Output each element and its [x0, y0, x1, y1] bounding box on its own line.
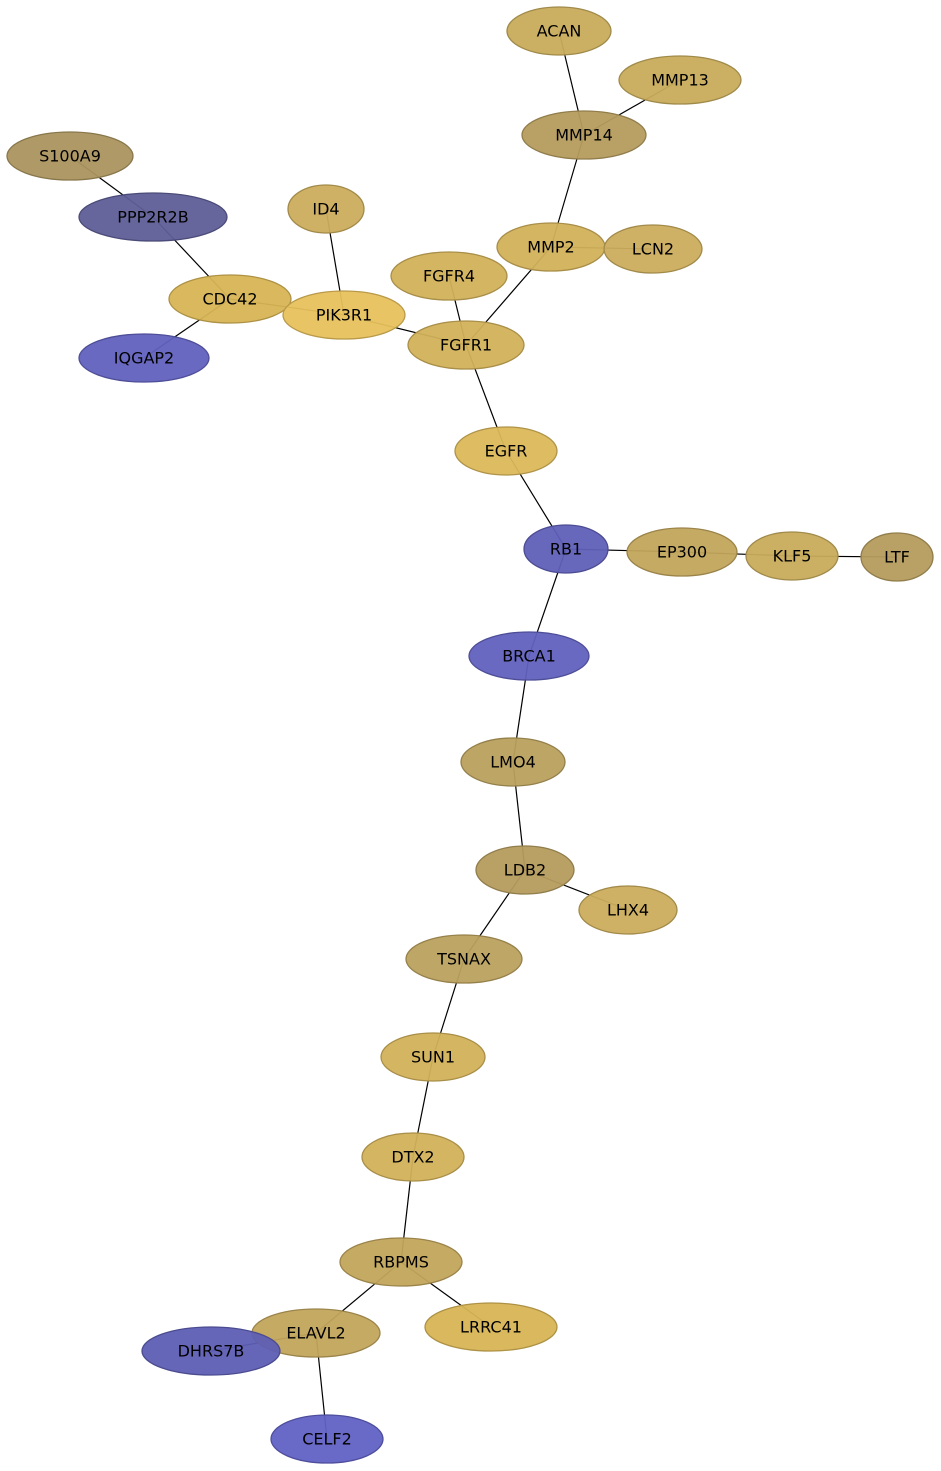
node-shape: [506, 6, 612, 56]
node-celf2[interactable]: CELF2: [270, 1414, 384, 1464]
node-iqgap2[interactable]: IQGAP2: [78, 333, 210, 383]
node-shape: [523, 524, 609, 574]
node-shape: [141, 1326, 281, 1376]
node-label: FGFR4: [423, 267, 475, 286]
node-ep300[interactable]: EP300: [626, 527, 738, 577]
node-label: RBPMS: [373, 1253, 429, 1272]
node-shape: [603, 224, 703, 274]
node-shape: [626, 527, 738, 577]
node-shape: [521, 110, 647, 160]
node-label: LCN2: [632, 240, 674, 259]
node-fgfr1[interactable]: FGFR1: [407, 320, 525, 370]
node-lcn2[interactable]: LCN2: [603, 224, 703, 274]
node-shape: [78, 333, 210, 383]
node-rb1[interactable]: RB1: [523, 524, 609, 574]
node-shape: [618, 55, 742, 105]
node-shape: [745, 531, 839, 581]
node-lmo4[interactable]: LMO4: [460, 737, 566, 787]
node-dhrs7b[interactable]: DHRS7B: [141, 1326, 281, 1376]
node-shape: [270, 1414, 384, 1464]
node-egfr[interactable]: EGFR: [454, 426, 558, 476]
node-label: PPP2R2B: [117, 208, 188, 227]
node-label: S100A9: [39, 147, 101, 166]
node-brca1[interactable]: BRCA1: [468, 631, 590, 681]
node-shape: [405, 934, 523, 984]
node-shape: [390, 251, 508, 301]
node-shape: [361, 1132, 465, 1182]
node-lrrc41[interactable]: LRRC41: [424, 1302, 558, 1352]
node-shape: [460, 737, 566, 787]
node-label: EP300: [657, 543, 707, 562]
node-label: MMP13: [651, 71, 709, 90]
node-lhx4[interactable]: LHX4: [578, 885, 678, 935]
node-shape: [475, 845, 575, 895]
node-acan[interactable]: ACAN: [506, 6, 612, 56]
node-label: PIK3R1: [316, 306, 372, 325]
node-label: MMP14: [555, 126, 613, 145]
node-rbpms[interactable]: RBPMS: [339, 1237, 463, 1287]
node-label: RB1: [550, 540, 582, 559]
node-label: DTX2: [391, 1148, 434, 1167]
node-shape: [454, 426, 558, 476]
node-label: KLF5: [773, 547, 812, 566]
node-pik3r1[interactable]: PIK3R1: [282, 290, 406, 340]
node-label: LRRC41: [460, 1318, 522, 1337]
node-shape: [339, 1237, 463, 1287]
node-label: IQGAP2: [114, 349, 174, 368]
node-dtx2[interactable]: DTX2: [361, 1132, 465, 1182]
node-tsnax[interactable]: TSNAX: [405, 934, 523, 984]
node-shape: [6, 131, 134, 181]
node-label: LMO4: [490, 753, 536, 772]
node-label: MMP2: [527, 238, 574, 257]
node-label: SUN1: [411, 1048, 455, 1067]
edge-layer: [69, 30, 898, 1440]
node-sun1[interactable]: SUN1: [380, 1032, 486, 1082]
node-mmp14[interactable]: MMP14: [521, 110, 647, 160]
node-s100a9[interactable]: S100A9: [6, 131, 134, 181]
node-shape: [468, 631, 590, 681]
node-label: FGFR1: [440, 336, 492, 355]
node-cdc42[interactable]: CDC42: [168, 274, 292, 324]
node-mmp13[interactable]: MMP13: [618, 55, 742, 105]
node-id4[interactable]: ID4: [287, 184, 365, 234]
node-ppp2r2b[interactable]: PPP2R2B: [78, 192, 228, 242]
node-label: ID4: [312, 200, 339, 219]
node-fgfr4[interactable]: FGFR4: [390, 251, 508, 301]
node-label: EGFR: [485, 442, 528, 461]
node-label: CELF2: [302, 1430, 352, 1449]
node-label: TSNAX: [436, 950, 491, 969]
node-label: LDB2: [504, 861, 546, 880]
node-label: ACAN: [537, 22, 582, 41]
node-label: LTF: [884, 548, 910, 567]
node-ltf[interactable]: LTF: [860, 532, 934, 582]
node-shape: [282, 290, 406, 340]
node-mmp2[interactable]: MMP2: [496, 222, 606, 272]
node-label: CDC42: [202, 290, 257, 309]
node-label: BRCA1: [502, 647, 556, 666]
node-shape: [78, 192, 228, 242]
node-ldb2[interactable]: LDB2: [475, 845, 575, 895]
node-shape: [168, 274, 292, 324]
node-label: LHX4: [607, 901, 649, 920]
node-shape: [860, 532, 934, 582]
node-klf5[interactable]: KLF5: [745, 531, 839, 581]
node-shape: [424, 1302, 558, 1352]
node-shape: [407, 320, 525, 370]
node-shape: [578, 885, 678, 935]
node-label: ELAVL2: [286, 1324, 345, 1343]
node-label: DHRS7B: [178, 1342, 245, 1361]
node-shape: [287, 184, 365, 234]
node-shape: [380, 1032, 486, 1082]
